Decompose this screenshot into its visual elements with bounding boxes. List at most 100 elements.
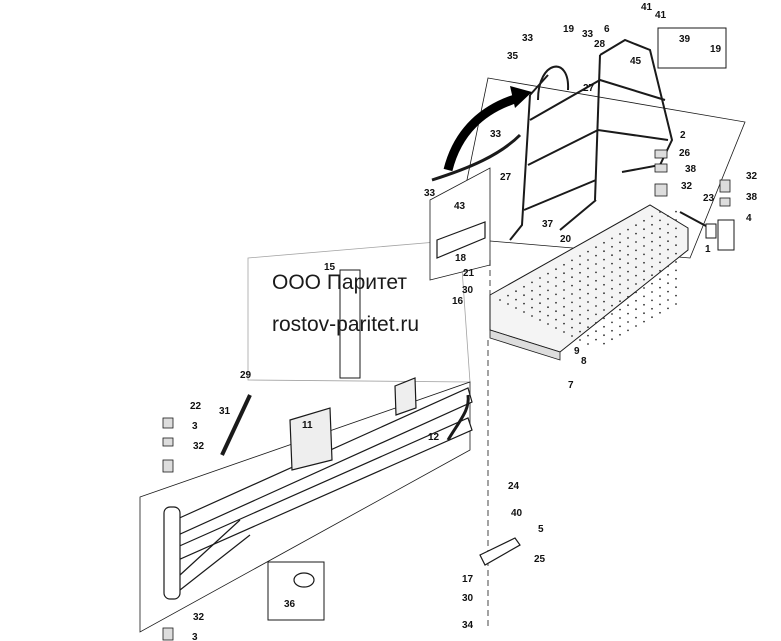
platform-hole	[547, 323, 549, 325]
platform-hole	[651, 299, 653, 302]
platform-hole	[619, 317, 621, 319]
platform-hole	[619, 308, 621, 311]
platform-hole	[651, 249, 653, 251]
platform-hole	[539, 285, 541, 288]
platform-hole	[563, 289, 565, 291]
platform-hole	[675, 210, 677, 213]
platform-hole	[667, 299, 669, 301]
platform-hole	[659, 253, 661, 255]
platform-hole	[619, 325, 621, 328]
platform-hole	[619, 275, 621, 277]
platform-hole	[659, 286, 661, 289]
platform-hole	[579, 255, 581, 257]
platform-hole	[603, 309, 605, 311]
step-5	[479, 537, 521, 566]
platform-hole	[611, 321, 613, 324]
platform-hole	[539, 310, 541, 313]
platform-hole	[587, 326, 589, 329]
platform-hole	[675, 252, 677, 255]
platform-hole	[579, 313, 581, 316]
platform-hole	[571, 284, 573, 287]
platform-hole	[635, 249, 637, 252]
platform-hole	[595, 246, 597, 249]
callout-27: 27	[583, 83, 595, 94]
platform-hole	[659, 236, 661, 239]
platform-hole	[611, 304, 613, 307]
callout-24: 24	[508, 481, 520, 492]
platform-hole	[667, 231, 669, 234]
platform-hole	[595, 271, 597, 274]
platform-hole	[635, 299, 637, 302]
platform-hole	[587, 284, 589, 287]
platform-hole	[635, 241, 637, 243]
platform-hole	[555, 276, 557, 279]
callout-18: 18	[455, 253, 467, 264]
platform-hole	[675, 294, 677, 297]
platform-hole	[611, 338, 613, 341]
platform-hole	[627, 279, 629, 281]
callout-5: 5	[538, 524, 544, 535]
platform-hole	[571, 301, 573, 304]
callout-23: 23	[703, 193, 715, 204]
platform-hole	[635, 232, 637, 235]
gas-strut-31	[220, 394, 252, 456]
platform-hole	[675, 286, 677, 289]
platform-hole	[627, 245, 629, 248]
platform-hole	[595, 305, 597, 307]
platform-hole	[651, 257, 653, 260]
detail-box-43	[429, 167, 491, 281]
platform-hole	[659, 303, 661, 306]
platform-hole	[515, 298, 517, 301]
platform-hole	[555, 268, 557, 271]
platform-hole	[555, 310, 557, 313]
platform-hole	[547, 281, 549, 283]
callout-29: 29	[240, 370, 252, 381]
platform-hole	[571, 259, 573, 262]
platform-hole	[675, 269, 677, 272]
platform-hole	[611, 287, 613, 290]
callout-26: 26	[679, 148, 691, 159]
callout-30: 30	[462, 593, 474, 604]
platform-hole	[611, 254, 613, 257]
platform-hole	[635, 291, 637, 294]
platform-hole	[619, 241, 621, 244]
callout-8: 8	[581, 356, 587, 367]
platform-hole	[627, 262, 629, 265]
callout-6: 6	[604, 24, 610, 35]
platform-hole	[611, 313, 613, 315]
platform-hole	[587, 292, 589, 295]
platform-hole	[675, 261, 677, 263]
watermark-website: rostov-paritet.ru	[272, 313, 420, 336]
platform-hole	[595, 288, 597, 291]
platform-hole	[659, 311, 661, 314]
callout-31: 31	[219, 406, 231, 417]
platform-hole	[595, 254, 597, 257]
callout-32: 32	[193, 441, 205, 452]
rod-33	[431, 133, 522, 182]
platform-hole	[667, 215, 669, 217]
platform-hole	[667, 257, 669, 259]
platform-hole	[571, 267, 573, 270]
platform-hole	[611, 271, 613, 273]
platform-hole	[587, 250, 589, 253]
callout-33: 33	[522, 33, 534, 44]
platform-hole	[667, 223, 669, 226]
platform-hole	[643, 245, 645, 247]
platform-hole	[523, 294, 525, 297]
callout-35: 35	[507, 51, 519, 62]
callout-33: 33	[490, 129, 502, 140]
curved-arrow-head	[510, 86, 532, 108]
platform-hole	[603, 267, 605, 269]
platform-hole	[651, 240, 653, 243]
callout-25: 25	[534, 554, 546, 565]
callout-16: 16	[452, 296, 464, 307]
platform-hole	[555, 293, 557, 296]
callout-32: 32	[746, 171, 758, 182]
railing	[509, 38, 674, 241]
callout-22: 22	[190, 401, 202, 412]
callout-40: 40	[511, 508, 523, 519]
platform-hole	[627, 295, 629, 298]
platform-hole	[643, 228, 645, 231]
callout-11: 11	[302, 420, 313, 431]
